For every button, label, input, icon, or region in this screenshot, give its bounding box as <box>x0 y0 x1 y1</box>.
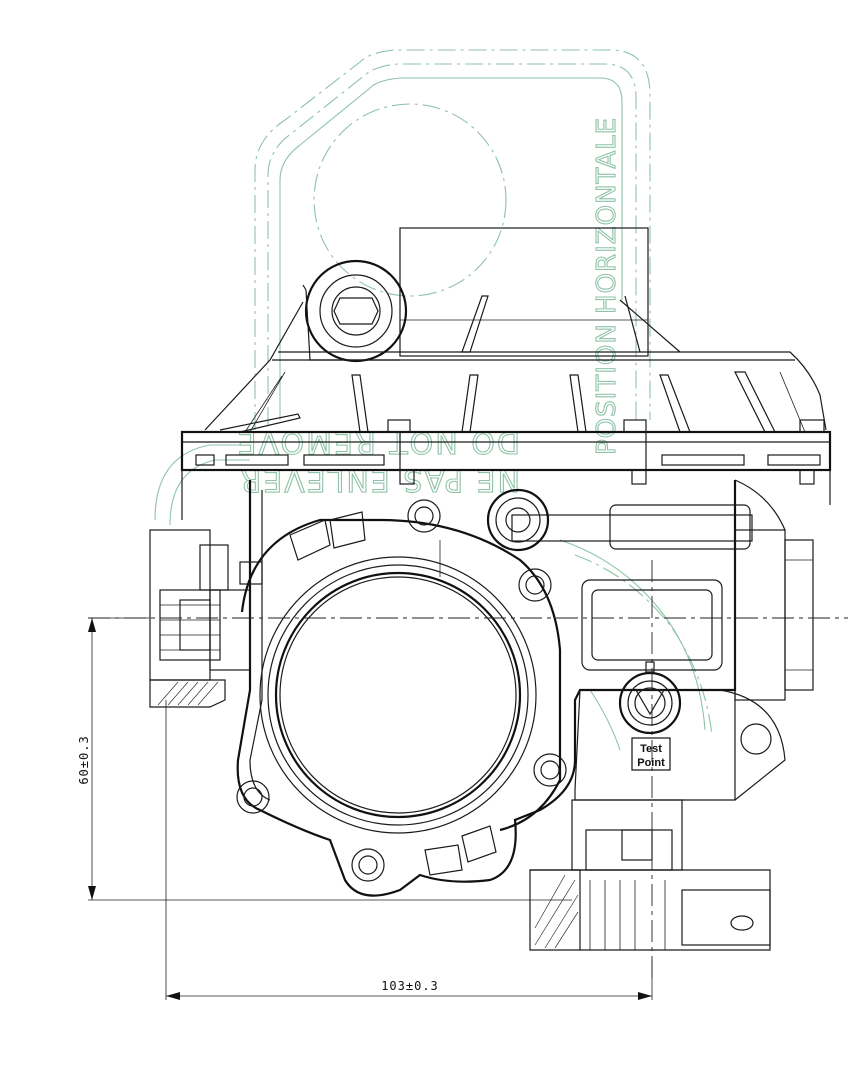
watermark-ne-pas-enlever: NE PAS ENLEVER <box>238 462 520 497</box>
connector-left <box>149 529 263 708</box>
watermark-vertical-group: POSITION HORIZONTALE <box>591 116 622 455</box>
dim-60: 60±0.3 <box>77 735 91 784</box>
dimension-horizontal: 103±0.3 <box>165 700 653 1000</box>
main-body <box>236 479 814 897</box>
bolt-right <box>518 568 552 602</box>
phantom-outline <box>154 49 713 751</box>
watermark-mirrored-group: NE PAS ENLEVER DO NOT REMOVE <box>235 423 521 497</box>
upper-housing <box>204 227 827 433</box>
bolt-bottom-right <box>533 753 567 787</box>
bolt-bottom <box>351 848 385 882</box>
centerlines <box>88 560 848 980</box>
dimension-vertical: 60±0.3 <box>77 617 572 901</box>
test-point-label-2: Point <box>637 757 665 769</box>
dim-103: 103±0.3 <box>381 979 439 993</box>
lower-bracket <box>529 799 771 951</box>
watermark-position-horizontale: POSITION HORIZONTALE <box>592 117 622 455</box>
throttle-bore <box>236 499 567 882</box>
test-point: Test Point <box>618 661 682 771</box>
test-point-label-1: Test <box>640 743 662 755</box>
flange-plate <box>180 419 832 520</box>
bolt-top <box>407 499 441 533</box>
bolt-left <box>236 780 270 814</box>
